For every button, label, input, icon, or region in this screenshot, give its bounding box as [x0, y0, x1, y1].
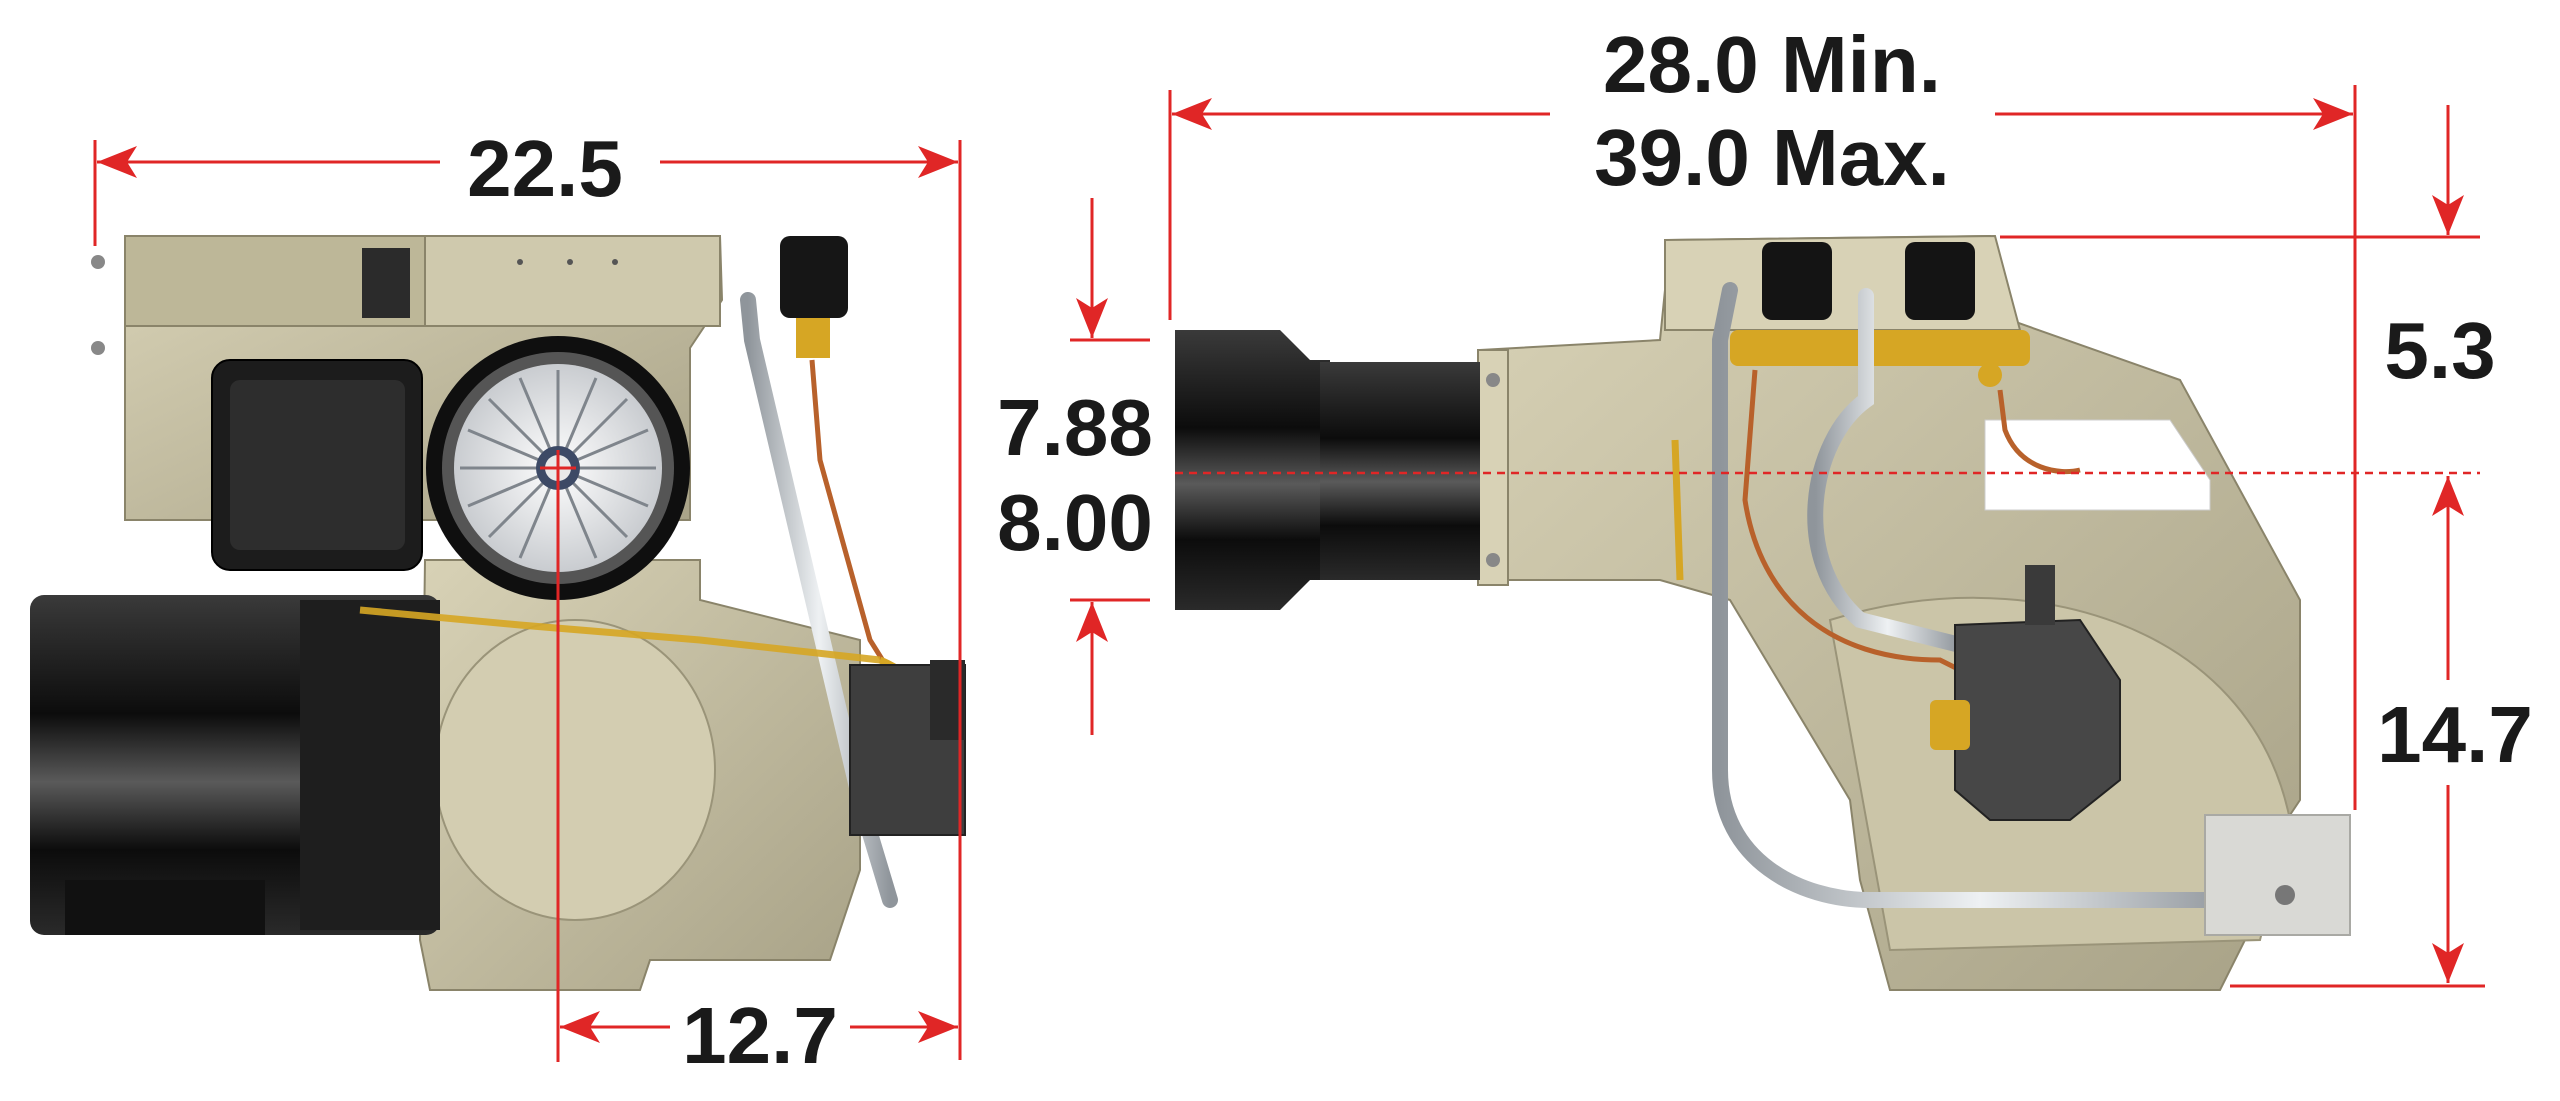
screw — [517, 259, 523, 265]
screw — [567, 259, 573, 265]
length-min-label: 28.0 Min. — [1603, 20, 1941, 109]
left-top-plate — [424, 235, 721, 327]
left-motor-foot — [65, 880, 265, 935]
right-blast-tube-head — [1175, 330, 1330, 610]
right-fitting — [1978, 363, 2002, 387]
bottom-height-label: 14.7 — [2377, 690, 2533, 779]
right-view-dimensions: 28.0 Min. 39.0 Max. 7.88 8.00 5.3 14.7 — [997, 20, 2533, 988]
right-solenoid-coil-2 — [1905, 242, 1975, 320]
screw — [1486, 553, 1500, 567]
tube-dia-top-label: 7.88 — [997, 383, 1153, 472]
screw — [1486, 373, 1500, 387]
right-pipe-block-hole — [2275, 885, 2295, 905]
right-brass-line — [1671, 439, 1684, 581]
width-dimension-label: 22.5 — [467, 124, 623, 213]
left-oil-pipe — [740, 292, 898, 908]
left-motor-band — [300, 600, 440, 930]
screw — [91, 255, 105, 269]
right-copper-line — [1997, 389, 2081, 475]
left-solenoid-fitting — [796, 318, 830, 358]
right-oil-pipe-second — [1807, 288, 1968, 653]
right-blast-tube — [1320, 362, 1480, 580]
screw — [91, 341, 105, 355]
right-oil-pump — [1954, 618, 2121, 821]
right-pipe-block — [2204, 814, 2351, 936]
left-volute — [434, 619, 716, 921]
left-transformer-face — [230, 380, 405, 550]
right-white-label — [1984, 419, 2211, 511]
right-copper-line — [1742, 369, 1962, 673]
right-solenoid-coil-1 — [1762, 242, 1832, 320]
left-view-burner — [30, 235, 966, 991]
screw — [612, 259, 618, 265]
left-brass-line — [359, 606, 881, 664]
offset-dimension-label: 12.7 — [682, 991, 838, 1080]
top-height-label: 5.3 — [2384, 306, 2495, 395]
left-solenoid-coil — [780, 236, 848, 318]
right-view-burner — [1175, 234, 2351, 991]
right-valve-body — [1730, 330, 2030, 366]
left-control-dark-panel — [362, 248, 410, 318]
left-view-dimensions: 22.5 12.7 — [93, 124, 962, 1080]
right-pump-valve — [2025, 565, 2055, 625]
length-max-label: 39.0 Max. — [1594, 113, 1950, 202]
tube-dia-bottom-label: 8.00 — [997, 478, 1153, 567]
right-oil-pipe-main — [1712, 282, 2248, 908]
right-pump-fitting — [1930, 700, 1970, 750]
